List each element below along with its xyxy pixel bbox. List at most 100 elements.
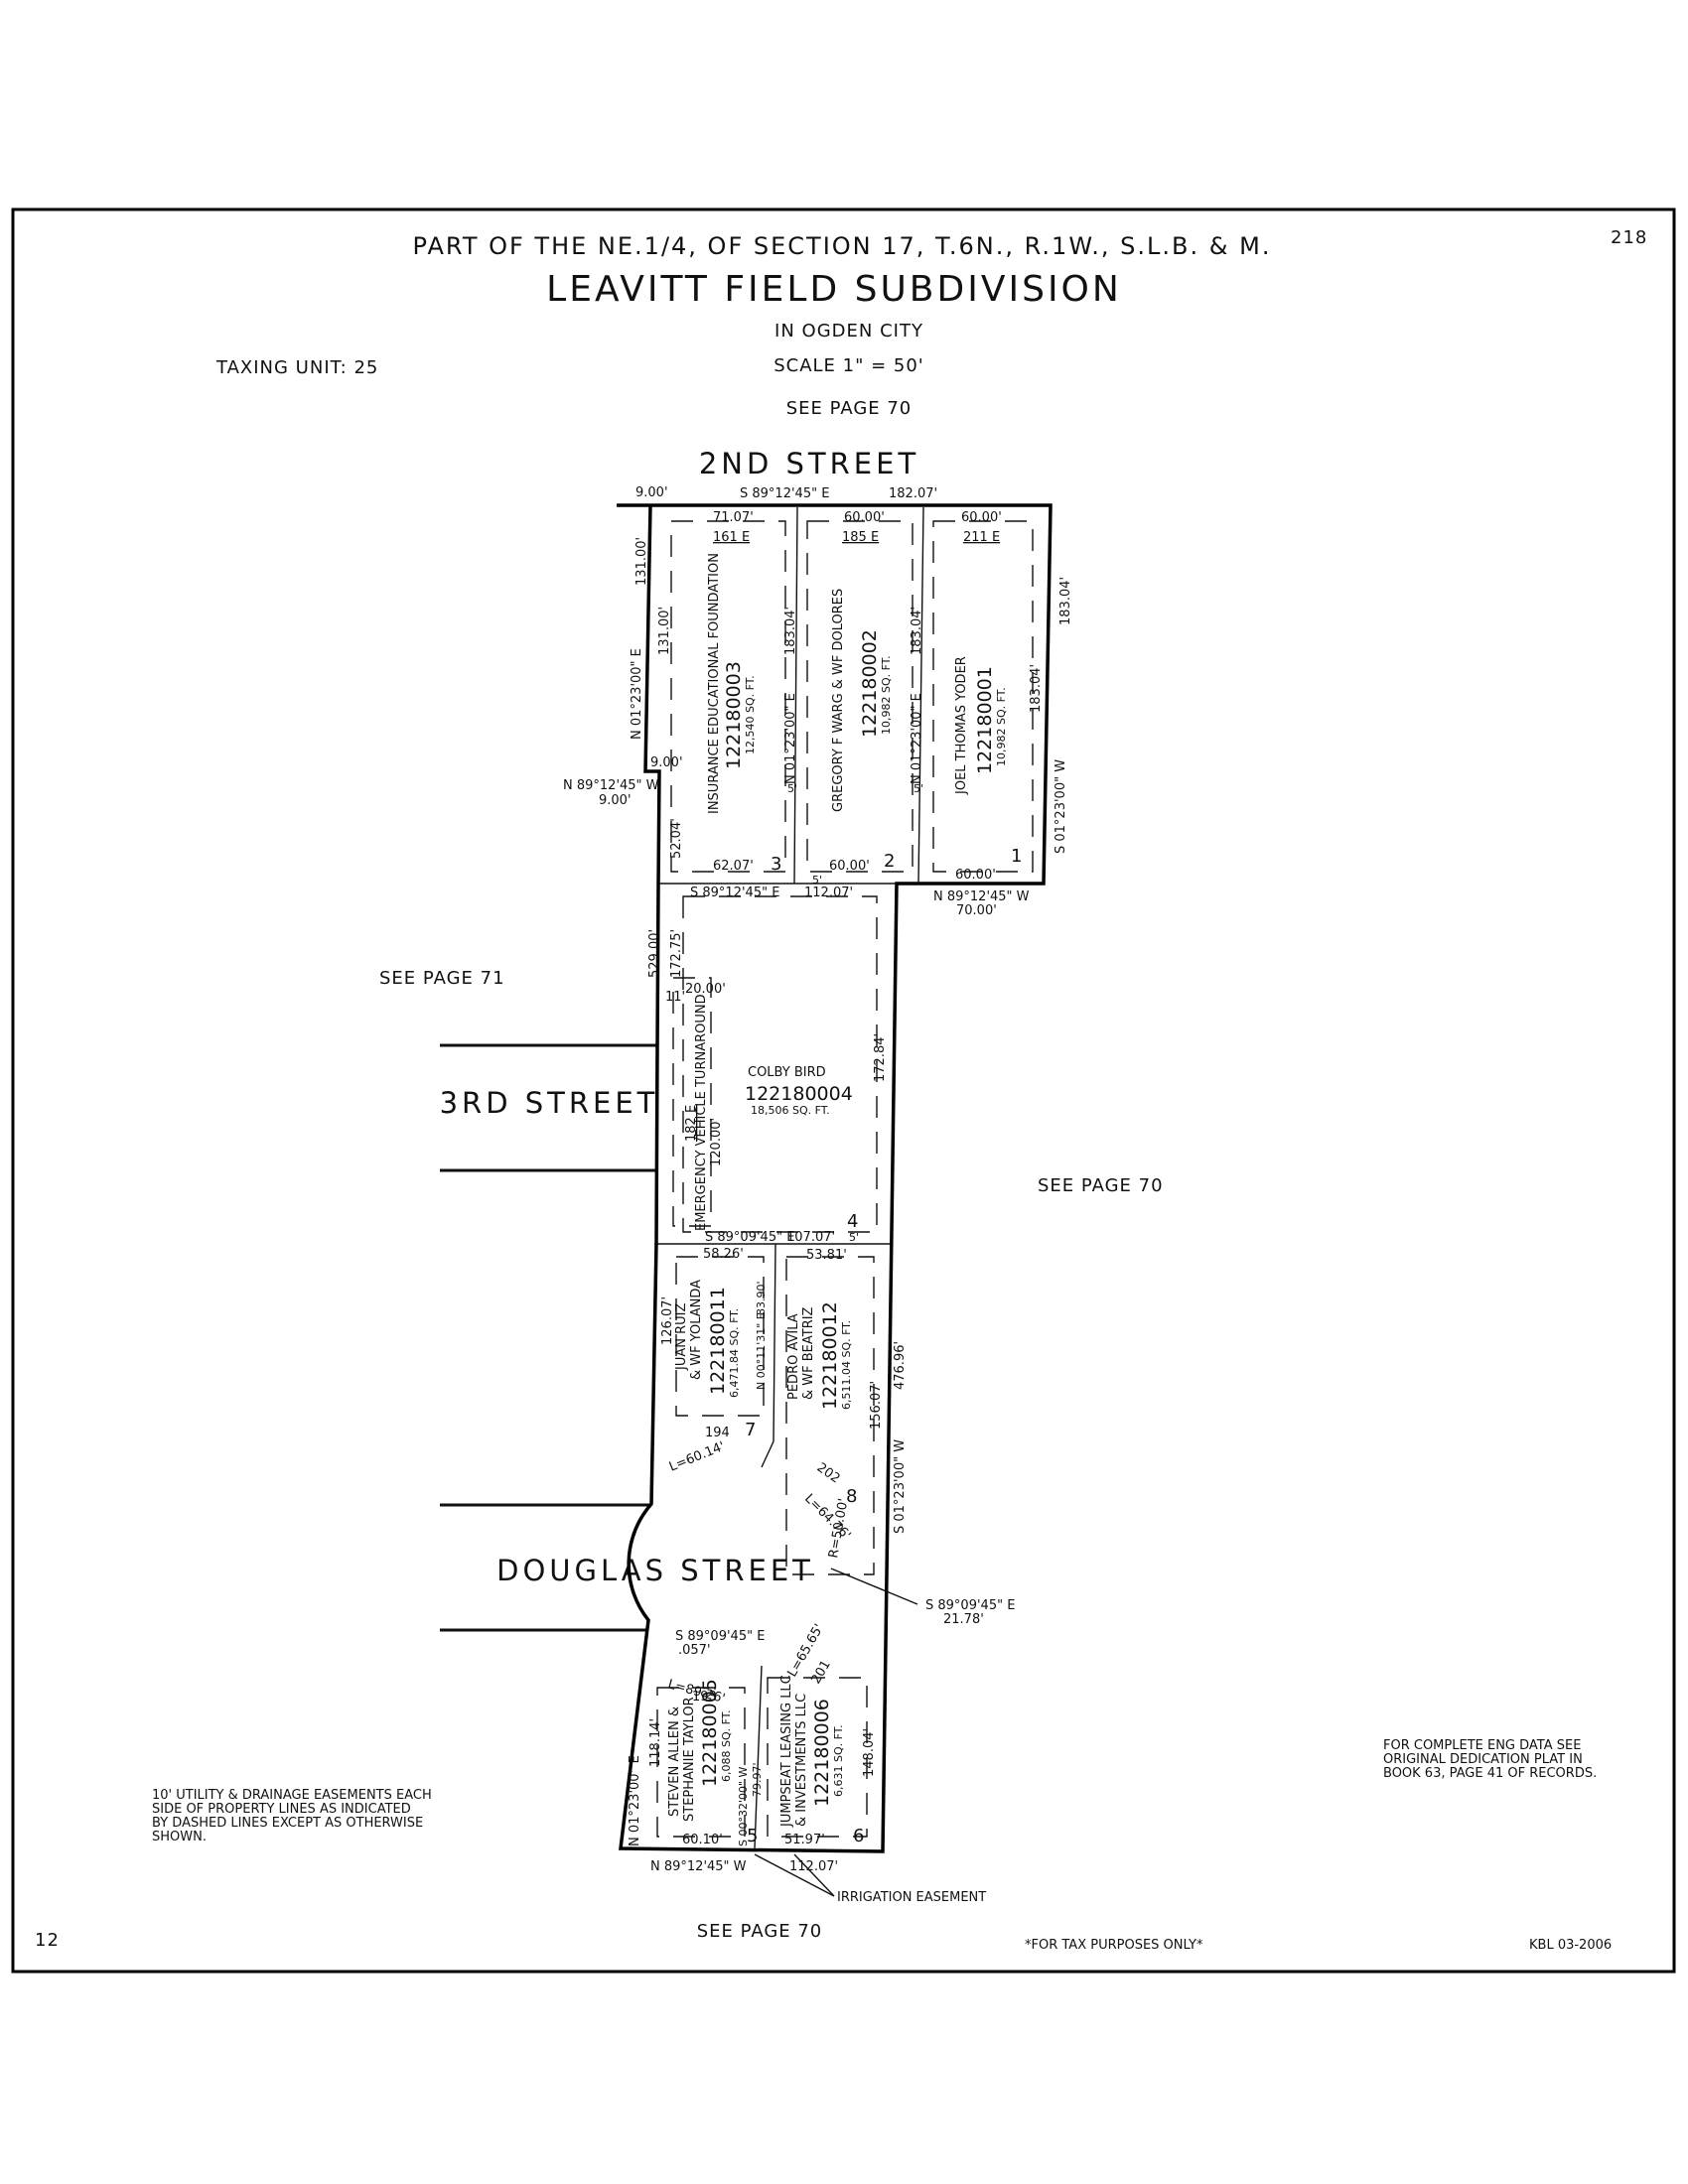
dim-douglas-2178: 21.78' (943, 1612, 984, 1627)
dim-l2-bearing: N 01°23'00" E (910, 693, 924, 784)
lot-number-7: 7 (745, 1420, 756, 1440)
lot7-owner: JUAN RUIZ (674, 1303, 689, 1371)
lot8-owner: PEDRO AVILA (786, 1313, 801, 1400)
dim-lot4-right: 172.84' (873, 1033, 888, 1082)
tax-purposes: *FOR TAX PURPOSES ONLY* (1025, 1938, 1203, 1953)
dim-l3-bot: 62.07' (713, 859, 754, 874)
lot6-parcel-id: 122180006 (811, 1699, 833, 1807)
lot-number-6: 6 (853, 1826, 864, 1846)
dim-turn-11: 11' (665, 990, 685, 1005)
dim-lot4-top-bearing: S 89°12'45" E (690, 886, 779, 900)
lot-number-5: 5 (747, 1826, 758, 1846)
dim-bot-total: 112.07' (789, 1859, 838, 1874)
dim-top-bearing: S 89°12'45" E (740, 486, 829, 501)
dim-bot-bearing: N 89°12'45" W (650, 1859, 747, 1874)
dim-l8-top: 53.81' (806, 1248, 847, 1263)
dim-step-bearing: N 89°12'45" W (933, 889, 1030, 904)
lot2-address: 185 E (842, 530, 879, 545)
see-page-70-right: SEE PAGE 70 (1038, 1175, 1164, 1196)
lot3-owner: INSURANCE EDUCATIONAL FOUNDATION (707, 553, 722, 814)
easement-5ft-d: 5' (849, 1231, 859, 1244)
dim-douglas-057: .057' (678, 1643, 711, 1658)
dim-jog-9: 9.00' (650, 755, 683, 770)
svg-text:BOOK 63, PAGE 41 OF RECORDS.: BOOK 63, PAGE 41 OF RECORDS. (1383, 1766, 1597, 1781)
lot-number-8: 8 (846, 1486, 857, 1507)
dim-l7-right-bearing: N 00°11'31" E (755, 1312, 768, 1390)
dim-turn-20: 20.00' (685, 982, 726, 997)
lot5-address: 193 (692, 1690, 717, 1705)
lot4-area: 18,506 SQ. FT. (751, 1104, 830, 1117)
dim-left-5204: 52.04' (669, 818, 684, 859)
lot1-owner: JOEL THOMAS YODER (954, 656, 969, 795)
dim-l5-bot: 60.10' (682, 1833, 723, 1847)
dim-l5-inner: 79.97' (751, 1762, 764, 1797)
lot6-owner2: & INVESTMENTS LLC (794, 1694, 809, 1827)
dim-jog-bearing: N 89°12'45" W (563, 778, 659, 793)
dim-l1-top: 60.00' (961, 510, 1002, 525)
subdivision-title: LEAVITT FIELD SUBDIVISION (546, 269, 1122, 310)
dim-douglas-bearing-l: S 89°09'45" E (675, 1629, 765, 1644)
emergency-turnaround: EMERGENCY VEHICLE TURNAROUND (694, 994, 709, 1231)
dim-right-18304: 183.04' (1058, 577, 1073, 625)
irrigation-leader (754, 1853, 835, 1897)
lot-number-4: 4 (847, 1211, 858, 1232)
svg-text:BY DASHED LINES EXCEPT AS OTHE: BY DASHED LINES EXCEPT AS OTHERWISE (152, 1816, 423, 1831)
dim-l8-right: 156.07' (869, 1381, 884, 1430)
dim-l7-left: 126.07' (660, 1297, 675, 1345)
svg-text:ORIGINAL DEDICATION PLAT IN: ORIGINAL DEDICATION PLAT IN (1383, 1752, 1583, 1767)
lot-number-1: 1 (1011, 846, 1022, 867)
lot8-area: 6,511.04 SQ. FT. (840, 1320, 853, 1410)
dim-l2-top: 60.00' (844, 510, 885, 525)
lot6-address: 201 (808, 1658, 833, 1687)
lot7-owner2: & WF YOLANDA (689, 1280, 704, 1380)
dim-lot4-bot: 107.07' (786, 1230, 835, 1245)
dim-l2-right: 183.04' (910, 607, 924, 655)
dim-lot4-bot-bearing: S 89°09'45" E (705, 1230, 794, 1245)
lot8-address: 202 (814, 1460, 843, 1487)
lot4-address: 182 E (684, 1105, 699, 1142)
lot3-address: 161 E (713, 530, 750, 545)
lot6-area: 6,631 SQ. FT. (832, 1724, 845, 1797)
eng-data-note: FOR COMPLETE ENG DATA SEE ORIGINAL DEDIC… (1383, 1738, 1597, 1781)
dim-top-9: 9.00' (635, 485, 668, 500)
dim-l5-inner-bearing: S 00°32'00" W (737, 1766, 750, 1846)
lot5-lot6-line (754, 1665, 763, 1849)
irrigation-leader-2 (793, 1853, 835, 1897)
lot7-lot8-line (773, 1243, 776, 1442)
dim-left-17275: 172.75' (669, 929, 684, 978)
dim-l7-right: 83.90' (755, 1281, 768, 1315)
dim-turn-120: 120.00' (709, 1118, 724, 1166)
dim-step-70: 70.00' (956, 903, 997, 918)
svg-text:FOR COMPLETE ENG DATA SEE: FOR COMPLETE ENG DATA SEE (1383, 1738, 1581, 1753)
lot1-parcel-id: 122180001 (974, 666, 996, 774)
dim-left-131-inner: 131.00' (657, 607, 672, 655)
lot8-parcel-id: 122180012 (819, 1301, 841, 1410)
lot5-area: 6,088 SQ. FT. (720, 1709, 733, 1782)
dim-lot4-top: 112.07' (804, 886, 853, 900)
dim-left-bearing-lower: N 01°23'00" E (628, 1755, 642, 1846)
dim-l1-inner: 183.04' (1029, 664, 1044, 713)
street-2nd: 2ND STREET (699, 447, 919, 480)
dim-right-bearing-lower: S 01°23'00" W (893, 1439, 908, 1534)
sheet-frame (11, 207, 1676, 1974)
easement-note: 10' UTILITY & DRAINAGE EASEMENTS EACH SI… (152, 1788, 432, 1844)
dim-l7-top: 58.26' (703, 1247, 744, 1262)
dim-l2-bot: 60.00' (829, 859, 870, 874)
lot6-owner: JUMPSEAT LEASING LLC (779, 1675, 794, 1828)
footer-left-number: 12 (35, 1930, 60, 1951)
dim-right-bearing: S 01°23'00" W (1054, 759, 1068, 854)
lot4-parcel-id: 122180004 (745, 1083, 853, 1105)
lot7-parcel-id: 122180011 (707, 1287, 729, 1395)
see-page-71: SEE PAGE 71 (379, 968, 505, 989)
lot2-parcel-id: 122180002 (859, 629, 881, 738)
svg-text:SIDE OF PROPERTY LINES AS INDI: SIDE OF PROPERTY LINES AS INDICATED (152, 1802, 411, 1817)
easement-lines (656, 520, 1034, 1838)
dim-jog-9b: 9.00' (599, 793, 632, 808)
see-page-top: SEE PAGE 70 (786, 398, 913, 419)
kbl-code: KBL 03-2006 (1529, 1938, 1612, 1953)
lot3-parcel-id: 122180003 (723, 661, 745, 769)
dim-l1-bot: 60.00' (955, 868, 996, 883)
dim-l6-right: 148.04' (862, 1728, 877, 1777)
dim-right-47696: 476.96' (893, 1341, 908, 1390)
